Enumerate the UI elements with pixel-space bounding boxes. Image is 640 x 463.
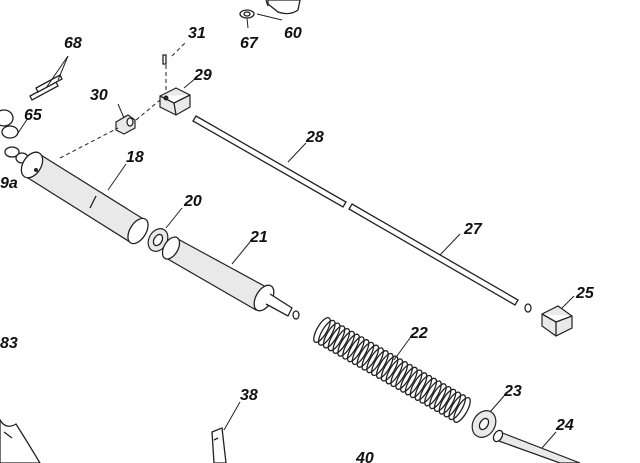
- spring-coil: [448, 394, 467, 421]
- part-29-block: [159, 87, 191, 116]
- callout-83: 83: [0, 335, 18, 352]
- part-27-rod: [348, 203, 519, 306]
- spring-coil: [453, 396, 471, 424]
- spring-coil: [361, 344, 380, 371]
- part-21-piston: [161, 236, 300, 320]
- part-20-washer: [147, 228, 169, 252]
- part-67-washer: [239, 9, 255, 29]
- part-bottom-left-housing: [0, 418, 41, 463]
- spring-coil: [395, 363, 413, 390]
- spring-coil: [371, 350, 389, 377]
- spring-coil: [419, 377, 438, 404]
- part-18-cylinder: [20, 151, 149, 245]
- spring-coil: [409, 372, 428, 399]
- spring-coil: [443, 391, 462, 418]
- spring-coil: [390, 361, 409, 388]
- callout-9a: 9a: [0, 175, 18, 192]
- spring-coil: [375, 352, 394, 379]
- callout-38: 38: [240, 387, 258, 404]
- spring-coil: [342, 333, 360, 360]
- callout-29: 29: [193, 67, 212, 84]
- callout-22: 22: [409, 325, 428, 342]
- part-30-nut: [115, 114, 136, 135]
- callout-60: 60: [284, 25, 302, 42]
- callout-68: 68: [64, 35, 82, 52]
- part-28-rod: [192, 115, 347, 208]
- part-60-block: [265, 0, 301, 15]
- callout-23: 23: [503, 383, 522, 400]
- spring-coil: [313, 316, 331, 344]
- spring-coil: [414, 374, 433, 401]
- spring-coil: [433, 385, 452, 413]
- spring-coil: [317, 319, 336, 346]
- part-23-washer: [471, 410, 497, 438]
- spring-coil: [351, 339, 370, 366]
- spring-coil: [346, 336, 365, 363]
- callout-27: 27: [463, 221, 483, 238]
- part-22-spring: [313, 316, 471, 424]
- callout-18: 18: [126, 149, 144, 166]
- callout-24: 24: [555, 417, 574, 434]
- callout-20: 20: [183, 193, 202, 210]
- part-24-rod: [492, 429, 581, 463]
- spring-coil: [356, 341, 375, 368]
- part-65-fittings: [0, 109, 29, 164]
- callout-40: 40: [355, 450, 374, 463]
- spring-coil: [404, 369, 423, 396]
- callout-30: 30: [90, 87, 108, 104]
- spring-coil: [438, 388, 457, 415]
- part-25-fitting: [524, 303, 573, 337]
- callout-31: 31: [188, 25, 206, 42]
- part-38-bracket: [211, 427, 227, 463]
- callout-25: 25: [575, 285, 595, 302]
- spring-coil: [366, 347, 384, 374]
- spring-coil: [400, 366, 418, 393]
- spring-coil: [332, 327, 351, 355]
- callout-28: 28: [305, 129, 324, 146]
- spring-coil: [424, 380, 442, 407]
- part-31-pin: [162, 54, 167, 65]
- spring-coil: [385, 358, 404, 385]
- callout-21: 21: [249, 229, 268, 246]
- spring-coil: [322, 322, 341, 349]
- callout-65: 65: [24, 107, 43, 124]
- callout-67: 67: [240, 35, 259, 52]
- spring-coil: [429, 383, 447, 410]
- spring-coil: [327, 325, 346, 352]
- spring-coil: [337, 330, 355, 357]
